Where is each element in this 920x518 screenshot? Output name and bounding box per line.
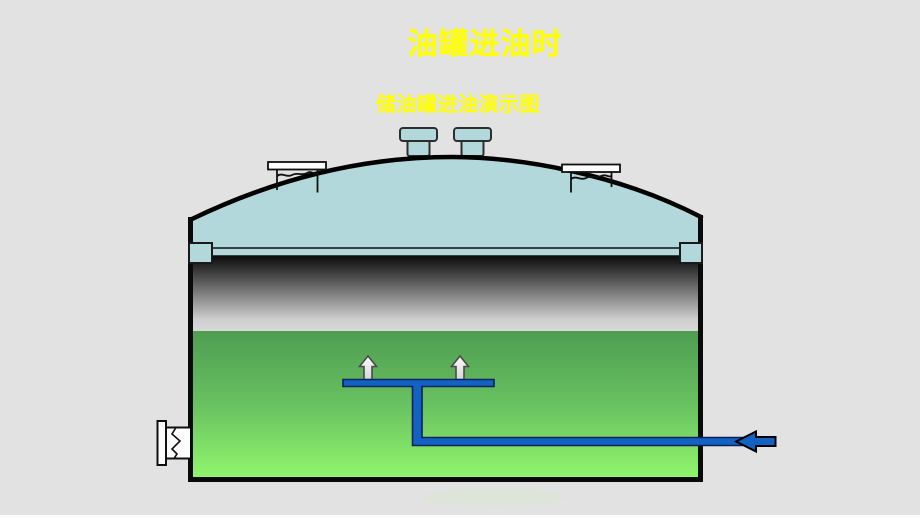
breather-level-squiggle (570, 174, 613, 180)
manhole-pipe-edges (166, 426, 190, 460)
manhole-flange (156, 420, 167, 466)
tank-wall-left (188, 217, 193, 482)
page-subtitle: 储油罐进油演示图 (376, 94, 540, 116)
tank-roof (191, 156, 702, 251)
breather-plate (561, 163, 621, 173)
breather-level-squiggle (276, 171, 319, 177)
vapor-space (193, 256, 698, 331)
roof-vent-cap (453, 127, 492, 142)
breather-fitting-right (561, 163, 621, 193)
page-title: 油罐进油时 (407, 28, 563, 61)
roof-ring-band (191, 247, 702, 257)
slide-bottom-strip (0, 515, 920, 518)
flow-left-arrow-icon (733, 429, 777, 454)
manhole-fitting (156, 420, 190, 466)
stored-oil (193, 331, 698, 477)
breather-fitting-left (267, 161, 327, 193)
roof-ring-block-right (679, 242, 703, 264)
oil-rise-arrow-left-icon (357, 354, 379, 381)
oil-rise-arrow-right-icon (449, 354, 471, 381)
tank-wall-right (698, 215, 703, 482)
roof-vent-cap (399, 127, 438, 142)
tank-bottom (188, 477, 703, 482)
roof-ring-block-left (188, 242, 213, 264)
breather-plate (267, 161, 327, 171)
manhole-break-squiggle (170, 427, 182, 459)
tank-roof-outline (189, 154, 704, 222)
tank-shadow (423, 488, 567, 506)
